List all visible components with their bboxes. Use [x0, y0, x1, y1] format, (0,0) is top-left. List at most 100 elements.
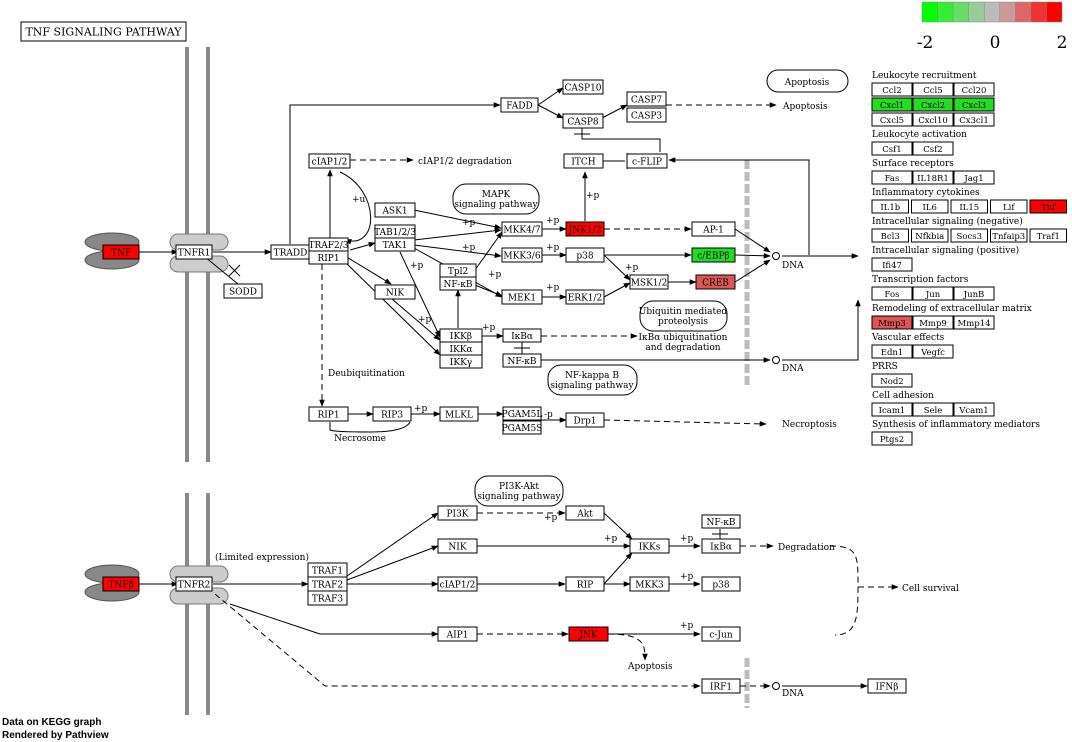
- gene-node-traf2[interactable]: TRAF2: [307, 576, 348, 592]
- gene-node-nfkb-a[interactable]: NF-κB: [439, 276, 477, 291]
- gene-node-msk12[interactable]: MSK1/2: [629, 274, 669, 290]
- panel-gene-ccl2[interactable]: Ccl2: [871, 82, 913, 97]
- gene-node-cjun[interactable]: c-Jun: [701, 626, 741, 642]
- gene-node-ciap12[interactable]: cIAP1/2: [308, 153, 351, 169]
- panel-gene-tnf[interactable]: Tnf: [1029, 199, 1067, 214]
- gene-node-erk12[interactable]: ERK1/2: [565, 289, 605, 305]
- gene-node-mek1[interactable]: MEK1: [501, 289, 543, 305]
- pi3k-pathway-link[interactable]: [474, 475, 564, 507]
- gene-node-irf1[interactable]: IRF1: [701, 678, 741, 694]
- panel-gene-fas[interactable]: Fas: [871, 170, 913, 185]
- gene-node-tradd[interactable]: TRADD: [270, 244, 311, 260]
- gene-node-aip1[interactable]: AIP1: [437, 626, 478, 642]
- panel-gene-vcam1[interactable]: Vcam1: [953, 402, 995, 417]
- panel-gene-mmp14[interactable]: Mmp14: [953, 315, 995, 330]
- panel-gene-mmp3[interactable]: Mmp3: [871, 315, 913, 330]
- panel-gene-cxcl10[interactable]: Cxcl10: [912, 112, 954, 127]
- gene-node-traf3[interactable]: TRAF3: [307, 590, 348, 606]
- gene-node-rip1[interactable]: RIP1: [308, 250, 349, 265]
- gene-node-tnfr2[interactable]: TNFR2: [175, 576, 213, 592]
- gene-node-mkk47[interactable]: MKK4/7: [501, 221, 543, 237]
- gene-node-casp10[interactable]: CASP10: [562, 79, 604, 95]
- gene-node-jnk[interactable]: JNK: [568, 626, 609, 642]
- panel-gene-edn1[interactable]: Edn1: [871, 344, 913, 359]
- panel-gene-ccl5[interactable]: Ccl5: [912, 82, 954, 97]
- gene-node-ciap12b[interactable]: cIAP1/2: [437, 576, 478, 592]
- gene-node-pgam5l[interactable]: PGAM5L: [502, 406, 543, 421]
- panel-gene-mmp9[interactable]: Mmp9: [912, 315, 954, 330]
- panel-gene-lif[interactable]: Lif: [990, 199, 1028, 214]
- panel-gene-cxcl3[interactable]: Cxcl3: [953, 97, 995, 112]
- gene-node-casp7[interactable]: CASP7: [626, 91, 667, 107]
- gene-node-traf1[interactable]: TRAF1: [307, 562, 348, 578]
- panel-gene-cxcl5[interactable]: Cxcl5: [871, 112, 913, 127]
- panel-gene-ccl20[interactable]: Ccl20: [953, 82, 995, 97]
- gene-node-mkk36[interactable]: MKK3/6: [501, 247, 543, 263]
- panel-gene-cxcl1[interactable]: Cxcl1: [871, 97, 913, 112]
- panel-gene-ptgs2[interactable]: Ptgs2: [871, 431, 913, 446]
- nfkb-pathway-link[interactable]: [547, 364, 638, 396]
- panel-gene-il6[interactable]: IL6: [911, 199, 949, 214]
- panel-gene-csf2[interactable]: Csf2: [912, 141, 954, 156]
- gene-node-ifnb[interactable]: IFNβ: [867, 678, 907, 694]
- gene-node-fadd[interactable]: FADD: [500, 97, 539, 113]
- gene-node-itch[interactable]: ITCH: [563, 153, 604, 169]
- gene-node-creb[interactable]: CREB: [695, 274, 736, 290]
- gene-node-ikks[interactable]: IKKs: [629, 538, 670, 554]
- gene-node-ask1[interactable]: ASK1: [374, 202, 416, 218]
- apoptosis-pathway-link[interactable]: [766, 69, 849, 93]
- gene-node-ikba[interactable]: IκBα: [502, 328, 542, 343]
- gene-node-traf23[interactable]: TRAF2/3: [308, 237, 349, 252]
- panel-gene-icam1[interactable]: Icam1: [871, 402, 913, 417]
- gene-node-cflip[interactable]: c-FLIP: [626, 153, 668, 169]
- gene-node-drp1[interactable]: Drp1: [565, 412, 605, 428]
- panel-gene-fos[interactable]: Fos: [871, 286, 913, 301]
- gene-node-jnk12[interactable]: JNK1/2: [565, 221, 605, 237]
- gene-node-casp8[interactable]: CASP8: [562, 113, 604, 129]
- panel-gene-bcl3[interactable]: Bcl3: [871, 228, 909, 243]
- gene-node-p38b[interactable]: p38: [701, 576, 741, 592]
- gene-node-sodd[interactable]: SODD: [223, 283, 263, 299]
- gene-node-nik[interactable]: NIK: [374, 284, 416, 300]
- gene-node-nfkb-c[interactable]: NF-κB: [701, 514, 741, 529]
- gene-node-tnfr1[interactable]: TNFR1: [175, 244, 213, 260]
- gene-node-akt[interactable]: Akt: [565, 505, 605, 521]
- gene-node-tab13[interactable]: TAB1/2/3: [374, 224, 416, 239]
- gene-node-p38[interactable]: p38: [565, 247, 605, 263]
- gene-node-mkk3[interactable]: MKK3: [629, 576, 670, 592]
- panel-gene-nfkbia[interactable]: Nfkbia: [911, 228, 949, 243]
- gene-node-pgam5s[interactable]: PGAM5S: [502, 420, 543, 435]
- panel-gene-ifi47[interactable]: Ifi47: [871, 257, 913, 272]
- gene-node-tpl2[interactable]: Tpl2: [439, 263, 477, 278]
- panel-gene-tnfaip3[interactable]: Tnfaip3: [990, 228, 1028, 243]
- panel-gene-cxcl2[interactable]: Cxcl2: [912, 97, 954, 112]
- gene-node-ikka[interactable]: IKKα: [439, 341, 483, 356]
- gene-node-ikkb[interactable]: IKKβ: [439, 328, 483, 343]
- gene-node-nik2[interactable]: NIK: [437, 538, 478, 554]
- gene-node-tnf[interactable]: TNF: [102, 244, 140, 260]
- mapk-pathway-link[interactable]: [452, 183, 540, 215]
- panel-gene-socs3[interactable]: Socs3: [950, 228, 988, 243]
- ubiquitin-pathway-link[interactable]: [639, 300, 728, 332]
- panel-gene-jun[interactable]: Jun: [912, 286, 954, 301]
- panel-gene-il18r1[interactable]: IL18R1: [912, 170, 954, 185]
- panel-gene-jag1[interactable]: Jag1: [953, 170, 995, 185]
- gene-node-tak1[interactable]: TAK1: [374, 237, 416, 252]
- gene-node-rip3[interactable]: RIP3: [372, 406, 412, 422]
- gene-node-casp3[interactable]: CASP3: [626, 107, 667, 123]
- gene-node-ap1[interactable]: AP-1: [691, 221, 736, 237]
- gene-node-rip[interactable]: RIP: [565, 576, 605, 592]
- gene-node-ikkg[interactable]: IKKγ: [439, 354, 483, 369]
- panel-gene-traf1[interactable]: Traf1: [1029, 228, 1067, 243]
- panel-gene-cx3cl1[interactable]: Cx3cl1: [953, 112, 995, 127]
- panel-gene-nod2[interactable]: Nod2: [871, 373, 913, 388]
- panel-gene-il15[interactable]: IL15: [950, 199, 988, 214]
- panel-gene-il1b[interactable]: IL1b: [871, 199, 909, 214]
- gene-node-pi3k[interactable]: PI3K: [437, 505, 478, 521]
- gene-node-mlkl[interactable]: MLKL: [439, 406, 479, 422]
- panel-gene-junb[interactable]: JunB: [953, 286, 995, 301]
- panel-gene-csf1[interactable]: Csf1: [871, 141, 913, 156]
- gene-node-cebpb[interactable]: c/EBPβ: [691, 247, 736, 263]
- gene-node-nfkb-b[interactable]: NF-κB: [502, 353, 542, 368]
- gene-node-ikba2[interactable]: IκBα: [701, 538, 741, 554]
